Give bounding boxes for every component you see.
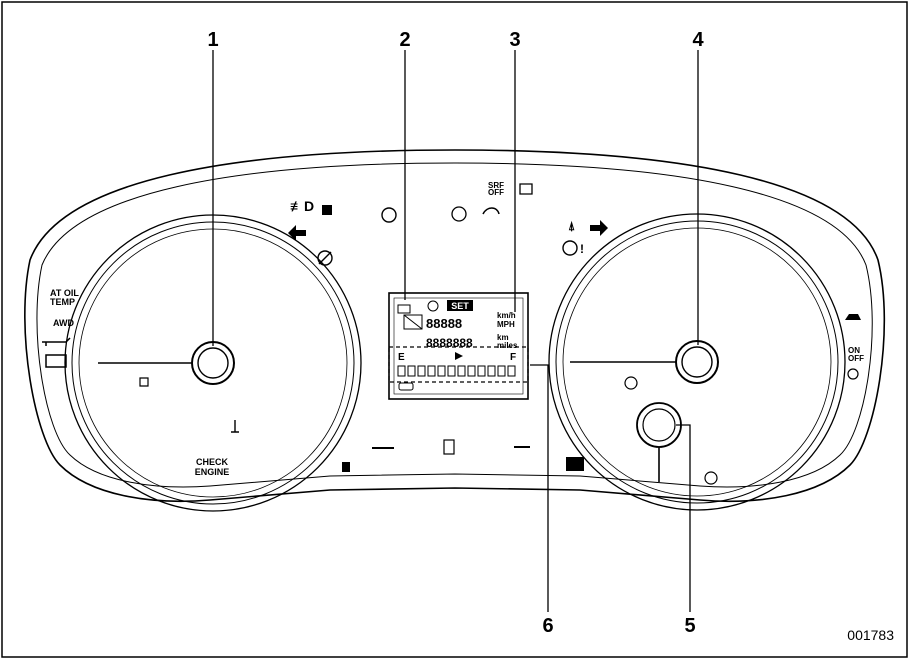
lcd-unit-mph: MPH [497, 320, 515, 329]
srs-off-label-line1: SRF [488, 181, 504, 190]
front-fog-icon: ≢D [290, 198, 314, 214]
svg-text:!: ! [580, 242, 584, 256]
fuel-bar-segment [397, 365, 406, 377]
vdc-off-icon [317, 250, 333, 266]
at-oil-temp-label-line1: AT OIL [50, 288, 79, 298]
speedometer-gauge [548, 213, 846, 511]
fuel-bar-segment [487, 365, 496, 377]
figure-id: 001783 [847, 627, 894, 643]
coolant-temp-icon [231, 420, 239, 433]
airbag-icon [847, 368, 859, 380]
fuel-bar-segment [507, 365, 516, 377]
fuel-empty-label: E [398, 352, 405, 363]
fuel-bar-segment [407, 365, 416, 377]
abs-icon [704, 471, 718, 485]
seatbelt-icon [451, 206, 467, 222]
leader-lines [212, 50, 699, 612]
cruise-off-icon [139, 377, 149, 387]
cluster-outline-outer [24, 149, 886, 503]
turn-left-arrow-icon [288, 225, 306, 241]
fuel-gauge-highlight [388, 346, 529, 383]
brake-warning-icon [562, 240, 578, 256]
srs-off-label-line2: OFF [488, 188, 504, 197]
security-icon [519, 183, 533, 195]
srs-icon [482, 207, 500, 215]
low-fuel-icon [342, 462, 350, 472]
lcd-set-badge [447, 300, 473, 311]
callout-5: 5 [684, 615, 695, 637]
pass-airbag-label-line1: ON [848, 346, 860, 355]
gear-position-icon [403, 314, 423, 330]
callout-2: 2 [399, 29, 410, 51]
lcd-unit-kmh: km/h [497, 311, 516, 320]
fuel-pump-marker [455, 352, 463, 360]
fuel-bar-segment [427, 365, 436, 377]
fuel-bar-segment [417, 365, 426, 377]
cruise-indicator-icon [443, 439, 455, 455]
callout-4: 4 [692, 29, 704, 51]
fuel-bar-segment [447, 365, 456, 377]
lcd-car-icon [398, 382, 414, 391]
callout-1: 1 [207, 29, 218, 51]
lcd-odometer-digits: 8888888 [426, 336, 473, 350]
cluster-outline-inner [36, 162, 873, 488]
check-engine-label-line2: ENGINE [195, 467, 230, 477]
check-engine-label-line1: CHECK [196, 457, 229, 467]
cruise-icon [397, 304, 411, 314]
callout-3: 3 [509, 29, 520, 51]
pass-airbag-label-line2: OFF [848, 354, 864, 363]
lcd-unit-miles: miles [497, 341, 518, 350]
lcd-display: SET 88888 km/h MPH 8888888 km miles E F [388, 292, 529, 400]
fuel-bar-segment [497, 365, 506, 377]
at-oil-temp-label-line2: TEMP [50, 297, 75, 307]
fuel-bar-segments [397, 365, 516, 377]
awd-label: AWD [53, 318, 74, 328]
fuel-bar-segment [457, 365, 466, 377]
seatbelt-passenger-icon: ⍋ [568, 219, 575, 233]
lcd-set-label: SET [451, 301, 469, 311]
headlight-icon [322, 205, 332, 215]
oil-pressure-icon [42, 337, 71, 346]
fuel-bar-segment [477, 365, 486, 377]
fuel-bar-segment [437, 365, 446, 377]
door-open-icon [845, 314, 861, 320]
fuel-bar-segment [467, 365, 476, 377]
clock-icon [427, 300, 439, 312]
key-icon [566, 457, 584, 471]
tire-pressure-icon [624, 376, 638, 390]
turn-right-arrow-icon [590, 220, 608, 236]
battery-icon [45, 354, 67, 368]
fuel-full-label: F [510, 352, 516, 363]
lcd-unit-km: km [497, 333, 509, 342]
auto-light-icon [381, 207, 397, 223]
callout-6: 6 [542, 615, 553, 637]
lcd-speed-digits: 88888 [426, 316, 462, 331]
